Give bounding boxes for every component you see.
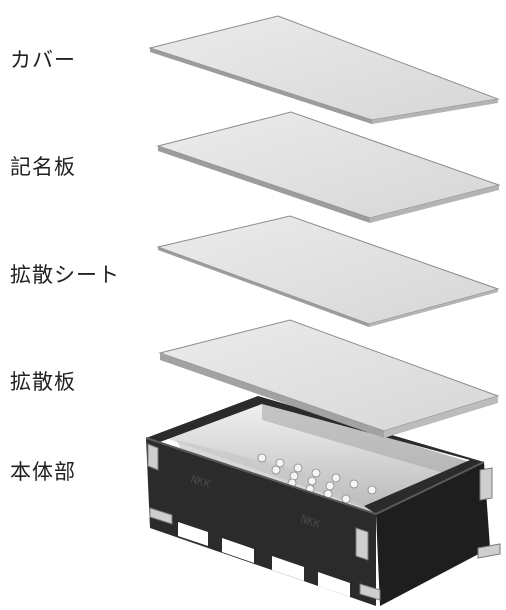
label-diffusion-plate: 拡散板 <box>10 370 76 394</box>
body-housing: NKK NKK <box>145 396 501 606</box>
label-cover: カバー <box>10 48 76 72</box>
nameplate-plate <box>156 111 501 223</box>
led-array <box>257 453 377 504</box>
diffusion-sheet-plate <box>156 215 500 327</box>
cover-plate <box>148 15 500 124</box>
diffusion-plate <box>158 319 500 438</box>
body-marking-left: NKK <box>189 472 212 491</box>
label-nameplate: 記名板 <box>10 155 76 179</box>
label-body: 本体部 <box>10 460 76 484</box>
body-marking-right: NKK <box>299 512 322 531</box>
label-diffusion-sheet: 拡散シート <box>10 263 120 287</box>
body-slots <box>178 522 350 597</box>
body-clips <box>147 443 501 601</box>
